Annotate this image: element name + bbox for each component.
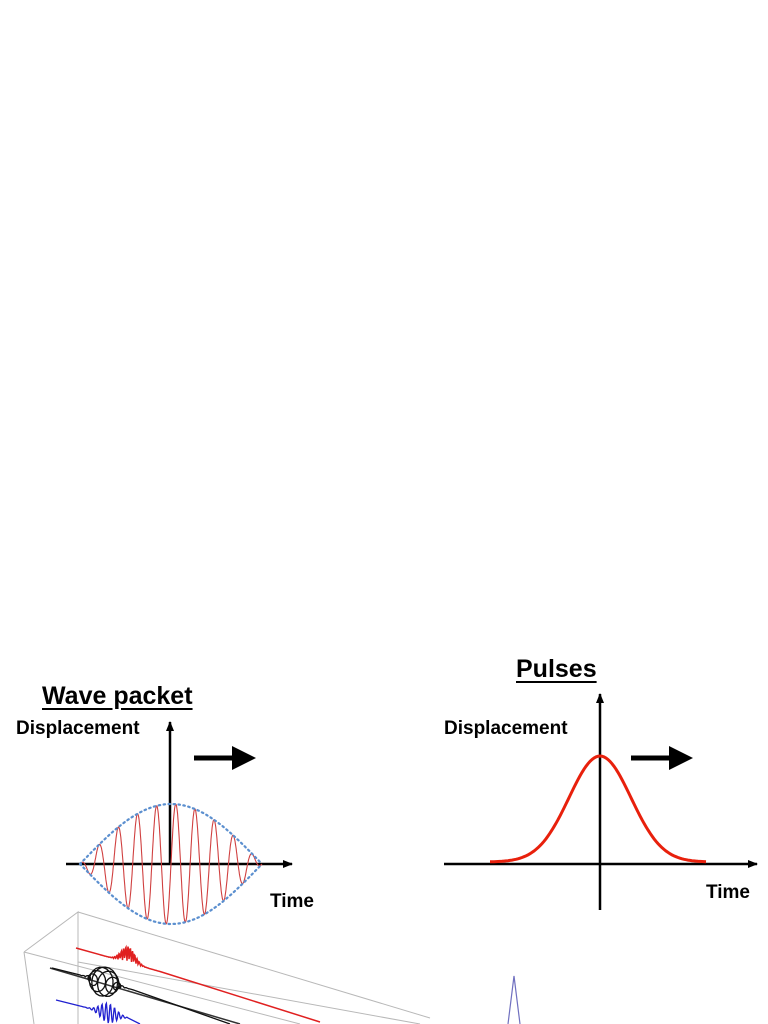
wave-packet-oscillation [79, 803, 263, 925]
right-arrow-icon [194, 746, 256, 770]
propagation-axis [49, 967, 241, 1024]
black-trace [51, 966, 231, 1024]
wave-packet-3d-figure [23, 911, 521, 1024]
figure-box [23, 911, 431, 1024]
pulse-curve [490, 754, 707, 864]
right-arrow-icon [631, 746, 693, 770]
wave-packet-time-label: Time [270, 891, 315, 912]
wave-packet-graph [66, 721, 293, 926]
pulses-graph [444, 693, 758, 910]
blue-trace [55, 999, 141, 1024]
pulses-time-label: Time [706, 882, 751, 903]
wave-packet-title: Wave packet [42, 682, 193, 710]
wave-packet-envelope-upper [78, 802, 264, 866]
red-trace [75, 944, 321, 1023]
wave-packet-displacement-label: Displacement [16, 718, 140, 739]
wave-packet-envelope-lower [78, 862, 264, 926]
pulses-displacement-label: Displacement [444, 718, 568, 739]
spike-trace [507, 975, 521, 1024]
pulses-title: Pulses [516, 655, 597, 683]
